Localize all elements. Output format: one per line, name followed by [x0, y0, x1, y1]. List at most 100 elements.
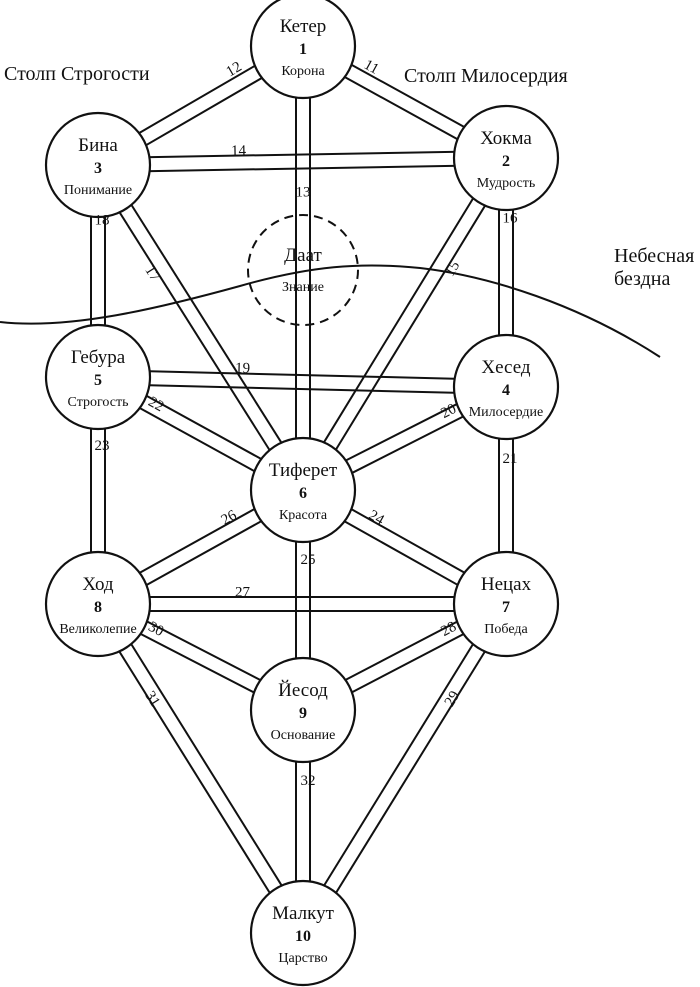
path-number-24: 24 [366, 507, 387, 529]
sefirot-layer: Кетер1КоронаХокма2МудростьБина3Понимание… [44, 0, 560, 987]
path-24 [339, 505, 470, 589]
sefira-tiferet-circle [249, 436, 357, 544]
path-31-rail [127, 639, 286, 891]
path-17 [116, 200, 285, 455]
daat-meaning: Знание [282, 280, 324, 295]
sefira-keter-number: 1 [299, 41, 307, 58]
path-number-25: 25 [301, 552, 316, 568]
sefira-hod-number: 8 [94, 599, 102, 616]
sefira-hesed-meaning: Милосердие [469, 405, 544, 420]
path-number-27: 27 [235, 584, 251, 600]
sefira-hesed-name: Хесед [481, 357, 530, 378]
path-24-rail [346, 505, 470, 576]
sefira-yesod-name: Йесод [278, 680, 328, 701]
path-26-rail [141, 517, 266, 589]
sefira-malkut-meaning: Царство [278, 951, 327, 966]
sefira-hod-meaning: Великолепие [59, 622, 136, 637]
path-number-26: 26 [219, 507, 240, 529]
abyss-curve [0, 264, 661, 358]
path-number-31: 31 [141, 688, 163, 709]
path-29-rail [320, 639, 477, 891]
path-29 [320, 639, 489, 898]
sefira-bina-circle [44, 111, 152, 219]
sefira-bina-name: Бина [78, 135, 118, 156]
path-31-rail [115, 646, 274, 898]
sefira-netsah-name: Нецах [481, 574, 532, 595]
sefira-malkut-number: 10 [295, 928, 311, 945]
path-30-rail [142, 618, 266, 684]
path-18 [90, 211, 106, 331]
sefira-bina-meaning: Понимание [64, 183, 132, 198]
path-17-rail [128, 200, 285, 448]
sefira-bina-number: 3 [94, 160, 102, 177]
sefira-gevura-circle [44, 323, 152, 431]
path-number-16: 16 [503, 211, 519, 227]
path-25 [295, 536, 311, 664]
path-20 [341, 401, 468, 476]
sefira-keter-meaning: Корона [281, 64, 325, 79]
path-19-rail [144, 370, 460, 380]
path-22-rail [135, 404, 260, 475]
sefira-gevura-number: 5 [94, 372, 102, 389]
sefira-malkut-circle [249, 879, 357, 987]
sefira-yesod-meaning: Основание [271, 728, 336, 743]
sefira-yesod-number: 9 [299, 705, 307, 722]
path-31 [115, 639, 286, 898]
path-30-rail [135, 630, 259, 696]
path-30 [135, 618, 266, 696]
sefira-netsah-meaning: Победа [484, 622, 528, 637]
sefira-hokhma-number: 2 [502, 153, 510, 170]
path-22 [135, 392, 266, 475]
path-13 [295, 92, 311, 444]
path-number-20: 20 [438, 401, 459, 422]
abyss-label-line2: бездна [614, 268, 670, 290]
path-19 [144, 370, 460, 394]
path-number-19: 19 [235, 360, 250, 376]
daat-circle [247, 214, 359, 326]
sefira-hokhma-name: Хокма [480, 128, 532, 149]
path-14-rail [144, 164, 460, 173]
path-number-12: 12 [224, 59, 245, 80]
sefira-yesod-circle [249, 656, 357, 764]
path-14-rail [144, 150, 460, 159]
path-19-rail [144, 384, 460, 394]
sefira-gevura-meaning: Строгость [68, 395, 129, 410]
pillar-mercy-label: Столп Милосердия [404, 65, 568, 87]
path-27 [144, 596, 460, 612]
path-32 [295, 756, 311, 887]
sefira-tiferet-number: 6 [299, 485, 307, 502]
sefira-tiferet-name: Тиферет [269, 460, 338, 481]
path-number-29: 29 [442, 688, 463, 709]
path-number-30: 30 [146, 619, 167, 640]
sefira-malkut-name: Малкут [272, 903, 334, 924]
path-number-22: 22 [145, 394, 166, 415]
sefira-tiferet-meaning: Красота [279, 508, 328, 523]
abyss-label-line1: Небесная [614, 245, 694, 267]
path-29-rail [332, 646, 489, 898]
path-number-23: 23 [95, 438, 110, 454]
sefira-gevura-name: Гебура [71, 347, 126, 368]
path-number-28: 28 [438, 619, 459, 640]
pillar-severity-label: Столп Строгости [4, 63, 150, 85]
sefira-hod-circle [44, 550, 152, 658]
path-14 [144, 150, 460, 173]
path-24-rail [339, 518, 463, 589]
path-11-rail [340, 73, 463, 143]
sefira-netsah-number: 7 [502, 599, 510, 616]
path-number-13: 13 [296, 185, 311, 201]
path-number-15: 15 [442, 258, 463, 279]
path-20-rail [341, 401, 462, 464]
path-11-rail [346, 61, 469, 131]
path-26-rail [135, 505, 260, 577]
sefira-hesed-number: 4 [502, 382, 510, 399]
